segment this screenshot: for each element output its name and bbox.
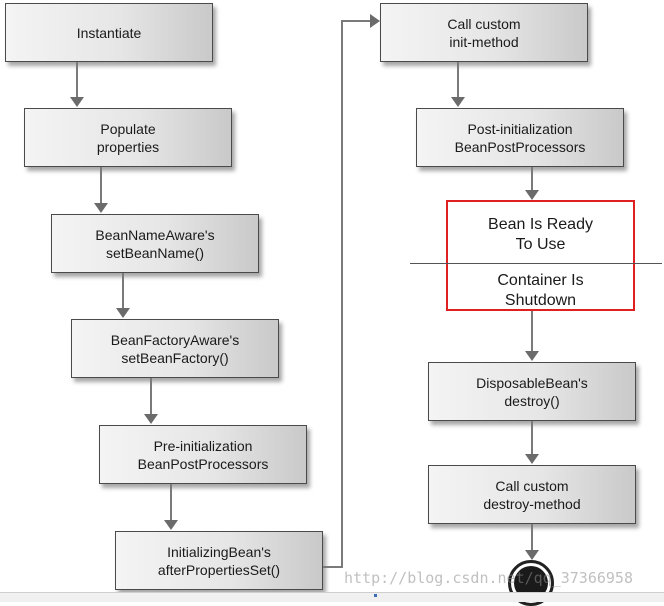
state-divider	[410, 263, 662, 264]
state-shutdown-line-1: Container Is	[497, 272, 584, 289]
connector-horizontal-bottom	[323, 566, 343, 568]
arrow-head-ready	[525, 190, 539, 200]
step-call-init-method: Call custom init-method	[380, 3, 588, 62]
step-bean-factory-aware-line-2: setBeanFactory()	[121, 349, 229, 366]
step-bean-factory-aware: BeanFactoryAware's setBeanFactory()	[71, 319, 279, 378]
step-destroy-method-line-2: destroy-method	[483, 495, 581, 512]
arrow-head-preinit	[144, 414, 158, 424]
arrow-head-init-method	[370, 14, 380, 28]
arrow-head-postinit	[451, 97, 465, 107]
arrow-init-to-postinit	[457, 62, 459, 98]
state-bean-ready-line-1: Bean Is Ready	[488, 216, 593, 233]
arrow-populate-to-beanname	[100, 167, 102, 204]
step-post-init-line-2: BeanPostProcessors	[454, 138, 586, 155]
step-disposable-bean-line-2: destroy()	[504, 392, 560, 409]
step-call-destroy-method: Call custom destroy-method	[428, 465, 636, 524]
arrow-head-beanname	[94, 203, 108, 213]
arrow-shutdown-to-disposable	[531, 311, 533, 352]
step-post-init-line-1: Post-initialization	[467, 120, 573, 137]
step-init-method-line-2: init-method	[449, 33, 519, 50]
arrow-instantiate-to-populate	[76, 62, 78, 98]
step-initializing-bean-line-1: InitializingBean's	[167, 543, 271, 560]
arrow-head-initializingbean	[164, 520, 178, 530]
step-init-method-line-1: Call custom	[447, 15, 521, 32]
step-pre-init-line-1: Pre-initialization	[153, 437, 253, 454]
step-destroy-method-line-1: Call custom	[495, 477, 569, 494]
arrow-disposable-to-destroy	[531, 421, 533, 455]
arrow-postinit-to-ready	[531, 167, 533, 192]
state-bean-ready-line-2: To Use	[515, 236, 566, 253]
step-populate-properties: Populate properties	[24, 108, 232, 167]
step-disposable-bean-line-1: DisposableBean's	[476, 374, 588, 391]
step-bean-name-aware: BeanNameAware's setBeanName()	[51, 214, 259, 273]
step-pre-init-line-2: BeanPostProcessors	[137, 455, 269, 472]
arrow-destroy-to-end	[531, 524, 533, 552]
step-disposable-bean: DisposableBean's destroy()	[428, 362, 636, 421]
step-bean-name-aware-line-2: setBeanName()	[105, 244, 205, 261]
step-initializing-bean: InitializingBean's afterPropertiesSet()	[115, 531, 323, 590]
arrow-head-beanfactory	[116, 308, 130, 318]
bottom-scrollbar[interactable]	[0, 592, 664, 602]
arrow-beanfactory-to-preinit	[150, 378, 152, 415]
state-container-shutdown: Container Is Shutdown	[446, 271, 635, 311]
step-populate-line-1: Populate	[100, 120, 156, 137]
arrow-head-populate	[70, 97, 84, 107]
arrow-preinit-to-initializingbean	[170, 484, 172, 521]
arrow-beanname-to-beanfactory	[122, 273, 124, 309]
step-bean-name-aware-line-1: BeanNameAware's	[95, 226, 215, 243]
arrow-head-end	[525, 550, 539, 560]
arrow-head-destroy	[525, 454, 539, 464]
step-populate-line-2: properties	[96, 138, 160, 155]
step-instantiate: Instantiate	[5, 3, 213, 62]
connector-vertical	[341, 20, 343, 568]
state-bean-ready: Bean Is Ready To Use	[446, 215, 635, 255]
connector-horizontal-top	[341, 20, 371, 22]
step-pre-initialization: Pre-initialization BeanPostProcessors	[99, 425, 307, 484]
watermark-url: http://blog.csdn.net/qq_37366958	[344, 569, 633, 587]
step-instantiate-line-1: Instantiate	[76, 24, 142, 41]
step-initializing-bean-line-2: afterPropertiesSet()	[157, 561, 281, 578]
scroll-marker	[374, 594, 377, 597]
step-bean-factory-aware-line-1: BeanFactoryAware's	[110, 331, 240, 348]
state-shutdown-line-2: Shutdown	[504, 292, 577, 309]
step-post-initialization: Post-initialization BeanPostProcessors	[416, 108, 624, 167]
arrow-head-disposable	[525, 351, 539, 361]
ready-state-highlight	[446, 200, 635, 311]
